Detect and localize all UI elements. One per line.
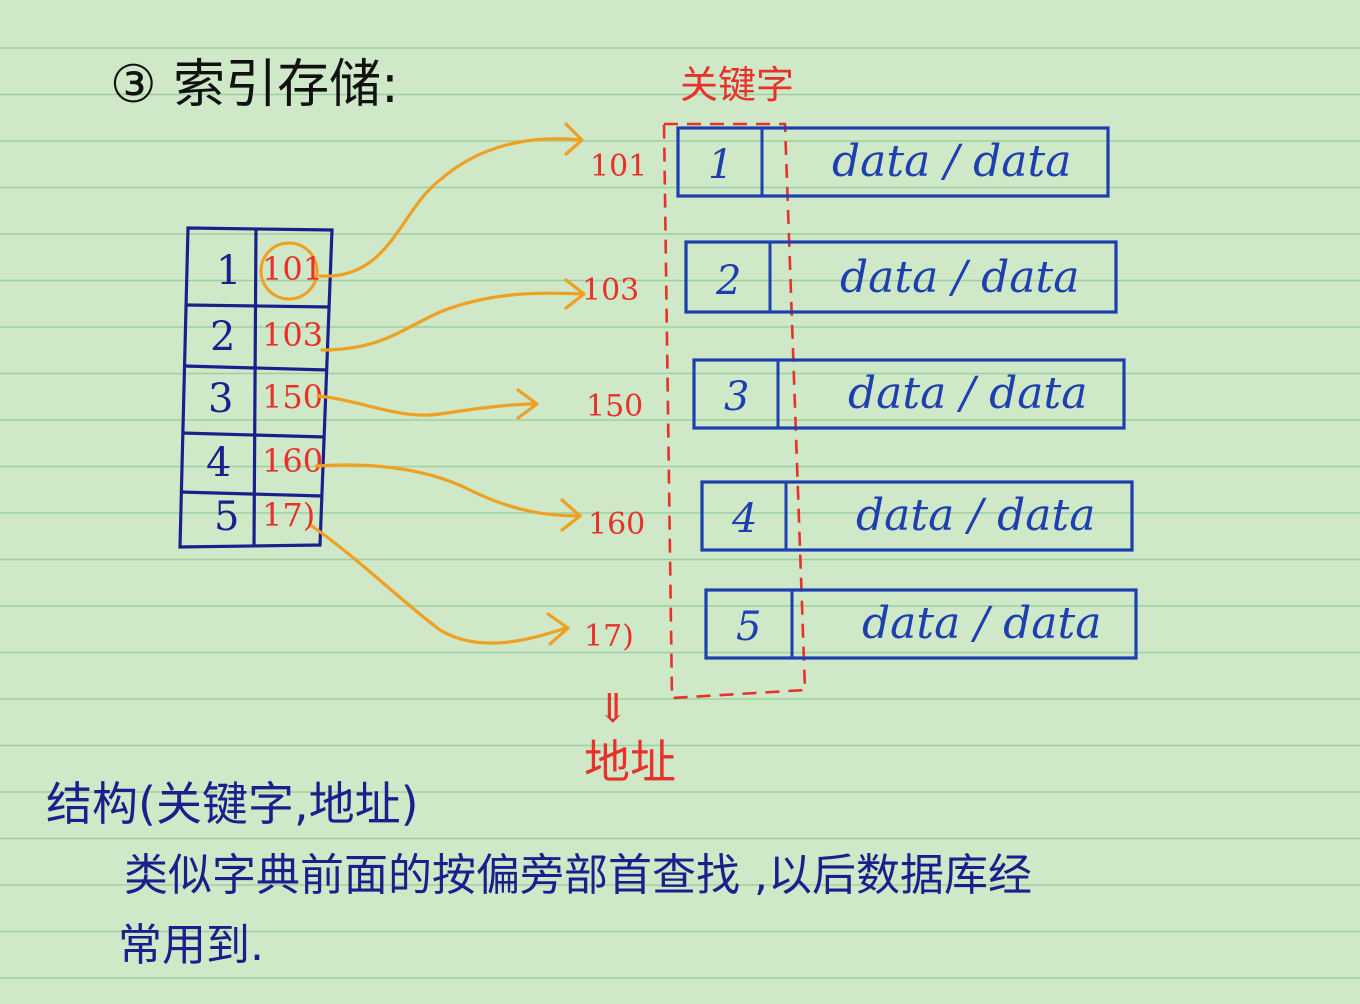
arrow-150 — [316, 394, 537, 417]
index-table-row-line — [185, 303, 331, 309]
record-address: 101 — [590, 149, 647, 184]
index-key: 1 — [216, 248, 241, 294]
record-address: 160 — [588, 507, 645, 542]
record-row: 160 4 data / data — [588, 480, 1134, 552]
arrow-head-103 — [564, 278, 586, 310]
arrow-head-150 — [516, 388, 539, 420]
index-table-cells: 1 101 2 103 3 150 4 160 5 17) — [206, 248, 323, 540]
structure-note: 结构(关键字,地址) — [46, 777, 419, 831]
down-arrow-icon: ⇓ — [596, 686, 630, 732]
arrow-head-17 — [546, 612, 570, 646]
record-key: 3 — [724, 374, 749, 420]
index-address: 101 — [262, 250, 323, 288]
arrow-101 — [318, 137, 582, 278]
record-address: 150 — [586, 389, 643, 424]
index-table: 1 101 2 103 3 150 4 160 5 17) — [178, 226, 334, 549]
record-data: data / data — [832, 136, 1071, 187]
record-row: 101 1 data / data — [590, 126, 1110, 198]
arrow-103 — [320, 291, 584, 352]
ruled-lines — [0, 47, 1360, 979]
index-table-row-line — [183, 364, 329, 372]
record-row: 17) 5 data / data — [584, 588, 1138, 660]
index-key: 4 — [206, 440, 231, 486]
index-table-border — [178, 226, 334, 549]
record-key: 1 — [708, 142, 733, 188]
address-label: 地址 — [584, 735, 676, 789]
index-address: 160 — [262, 442, 323, 480]
title: ③ 索引存储: — [110, 55, 399, 115]
note-line-2: 常用到. — [118, 920, 264, 971]
note-line-1: 类似字典前面的按偏旁部首查找 ,以后数据库经 — [124, 850, 1032, 901]
index-table-divider — [252, 227, 258, 547]
record-key: 4 — [731, 496, 757, 542]
record-key: 5 — [736, 604, 761, 650]
index-address: 103 — [262, 316, 323, 354]
record-box — [692, 358, 1126, 430]
records: 101 1 data / data 103 2 data / data 150 3 data /… — [582, 126, 1138, 660]
pointer-arrows — [310, 122, 586, 646]
record-box — [704, 588, 1138, 660]
record-address: 17) — [584, 619, 634, 654]
record-box — [700, 480, 1134, 552]
index-table-row-line — [181, 431, 326, 439]
keyword-label: 关键字 — [680, 63, 794, 107]
record-data: data / data — [856, 490, 1095, 541]
record-box — [684, 240, 1118, 314]
keyword-column-dashed-outline — [662, 122, 807, 700]
arrow-head-160 — [560, 498, 582, 532]
record-row: 103 2 data / data — [582, 240, 1118, 314]
index-table-row-line — [179, 490, 323, 498]
highlight-circle — [259, 241, 319, 301]
record-data: data / data — [848, 368, 1087, 419]
record-address: 103 — [582, 273, 639, 308]
record-key: 2 — [715, 258, 741, 304]
index-address: 150 — [262, 378, 323, 416]
record-data: data / data — [840, 252, 1079, 303]
index-key: 3 — [208, 376, 233, 422]
arrow-160 — [314, 463, 580, 518]
index-key: 5 — [214, 494, 239, 540]
record-box — [676, 126, 1110, 198]
index-address: 17) — [262, 496, 315, 534]
record-data: data / data — [862, 598, 1101, 649]
arrow-17 — [310, 524, 568, 645]
record-row: 150 3 data / data — [586, 358, 1126, 430]
index-key: 2 — [210, 314, 235, 360]
arrowhead-101 — [564, 122, 584, 156]
